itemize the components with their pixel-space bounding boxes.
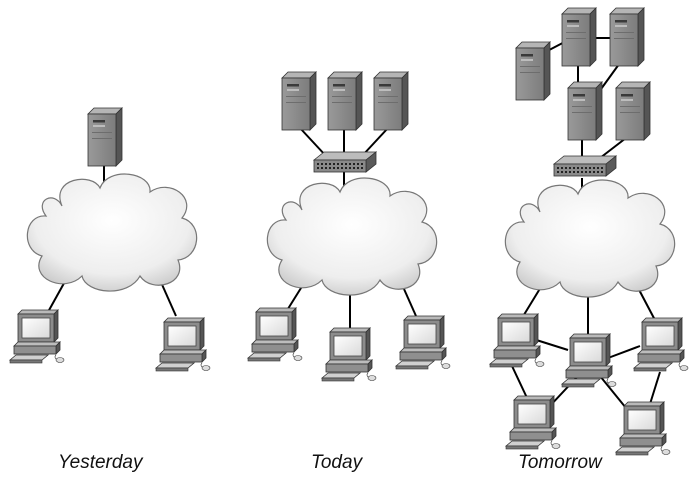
- server-icon: [87, 107, 123, 167]
- server-icon: [373, 71, 409, 131]
- server-icon: [561, 7, 597, 67]
- workstation-icon: [633, 317, 689, 372]
- workstation-icon: [561, 333, 617, 388]
- link-pc-pc: [599, 375, 627, 409]
- workstation-icon: [155, 317, 211, 372]
- workstation-icon: [247, 307, 303, 362]
- server-icon: [615, 81, 651, 141]
- server-icon: [281, 71, 317, 131]
- panel-today: [247, 71, 451, 382]
- link-server-switch: [361, 127, 389, 157]
- link-server-switch: [299, 127, 327, 157]
- switch-icon: [553, 155, 617, 177]
- workstation-icon: [9, 309, 65, 364]
- workstation-icon: [615, 401, 671, 456]
- server-icon: [567, 81, 603, 141]
- workstation-icon: [321, 327, 377, 382]
- caption-yesterday: Yesterday: [58, 452, 143, 473]
- workstation-icon: [395, 315, 451, 370]
- caption-today: Today: [311, 452, 363, 473]
- panel-yesterday: [9, 107, 211, 372]
- link-pc-pc: [511, 365, 529, 401]
- switch-icon: [313, 151, 377, 173]
- link-pc-pc: [607, 345, 641, 359]
- server-icon: [327, 71, 363, 131]
- workstation-icon: [505, 395, 561, 450]
- network-cloud: [266, 177, 438, 296]
- server-icon: [515, 41, 551, 101]
- network-cloud: [504, 179, 676, 298]
- link-server-switch: [599, 137, 627, 159]
- link-pc-pc: [649, 371, 661, 405]
- network-cloud: [26, 173, 198, 292]
- panel-tomorrow: [489, 7, 689, 456]
- workstation-icon: [489, 313, 545, 368]
- link-cloud-pc: [159, 279, 177, 317]
- server-icon: [609, 7, 645, 67]
- caption-tomorrow: Tomorrow: [518, 452, 602, 473]
